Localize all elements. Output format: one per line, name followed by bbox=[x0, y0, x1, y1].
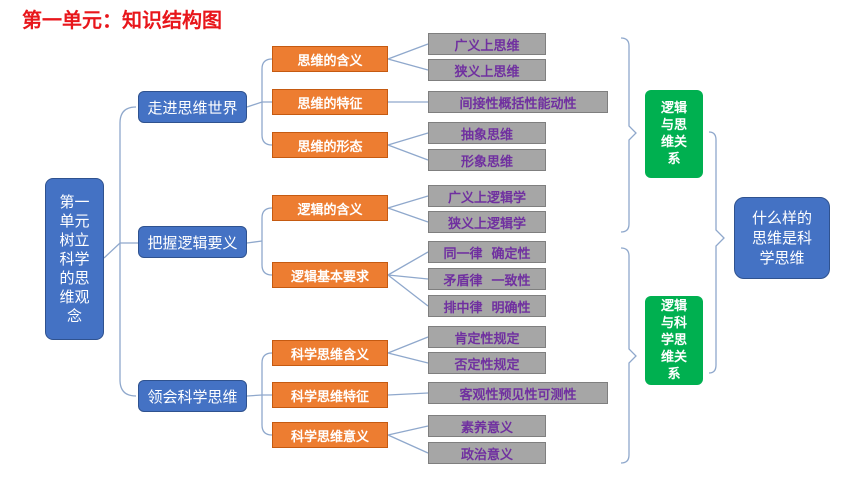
connector-l2-6 bbox=[387, 336, 429, 364]
level2-node: 逻辑基本要求 bbox=[272, 262, 388, 288]
level2-node: 科学思维含义 bbox=[272, 340, 388, 366]
bracket-l1-2 bbox=[261, 207, 273, 276]
connector-l2-4 bbox=[387, 195, 429, 223]
level3-node: 广义上思维 bbox=[428, 33, 546, 55]
level3-node: 排中律 明确性 bbox=[428, 295, 546, 317]
connector-l1-1 bbox=[246, 101, 272, 108]
level1-node: 走进思维世界 bbox=[138, 91, 247, 123]
connector-l2-7 bbox=[387, 392, 429, 396]
level3-node: 否定性规定 bbox=[428, 352, 546, 374]
level3-node: 狭义上逻辑学 bbox=[428, 211, 546, 233]
level2-node: 逻辑的含义 bbox=[272, 195, 388, 221]
root-node: 第一单元树立科学的思维观念 bbox=[45, 178, 104, 340]
level3-node: 矛盾律 一致性 bbox=[428, 268, 546, 290]
level3-node: 抽象思维 bbox=[428, 122, 546, 144]
level3-node: 政治意义 bbox=[428, 442, 546, 464]
level3-node: 广义上逻辑学 bbox=[428, 185, 546, 207]
page-title: 第一单元：知识结构图 bbox=[22, 8, 222, 32]
bracket-root bbox=[119, 106, 137, 397]
connector-l2-8 bbox=[387, 425, 429, 454]
connector-l1-3 bbox=[246, 394, 272, 397]
relation-node: 逻辑与科学思维关系 bbox=[645, 296, 703, 385]
connector-l2-3 bbox=[387, 132, 429, 161]
level3-node: 间接性概括性能动性 bbox=[428, 91, 608, 113]
connector-root bbox=[103, 242, 138, 259]
level3-node: 狭义上思维 bbox=[428, 59, 546, 81]
bracket-right-2 bbox=[620, 247, 637, 464]
connector-l2-5 bbox=[387, 251, 429, 307]
bracket-right-1 bbox=[620, 37, 637, 233]
level3-node: 客观性预见性可测性 bbox=[428, 382, 608, 404]
conclusion-node: 什么样的思维是科学思维 bbox=[734, 197, 830, 279]
level2-node: 科学思维意义 bbox=[272, 422, 388, 448]
level1-node: 把握逻辑要义 bbox=[138, 226, 247, 258]
bracket-l1-3 bbox=[261, 352, 273, 436]
level3-node: 同一律 确定性 bbox=[428, 241, 546, 263]
level3-node: 形象思维 bbox=[428, 149, 546, 171]
level1-node: 领会科学思维 bbox=[138, 380, 247, 412]
level2-node: 科学思维特征 bbox=[272, 382, 388, 408]
connector-l1-2 bbox=[246, 240, 263, 244]
bracket-conclusion bbox=[708, 131, 725, 374]
level2-node: 思维的含义 bbox=[272, 46, 388, 72]
level3-node: 素养意义 bbox=[428, 415, 546, 437]
connector-l2-1 bbox=[387, 43, 429, 71]
level2-node: 思维的形态 bbox=[272, 132, 388, 158]
relation-node: 逻辑与思维关系 bbox=[645, 90, 703, 178]
level3-node: 肯定性规定 bbox=[428, 326, 546, 348]
level2-node: 思维的特征 bbox=[272, 89, 388, 115]
